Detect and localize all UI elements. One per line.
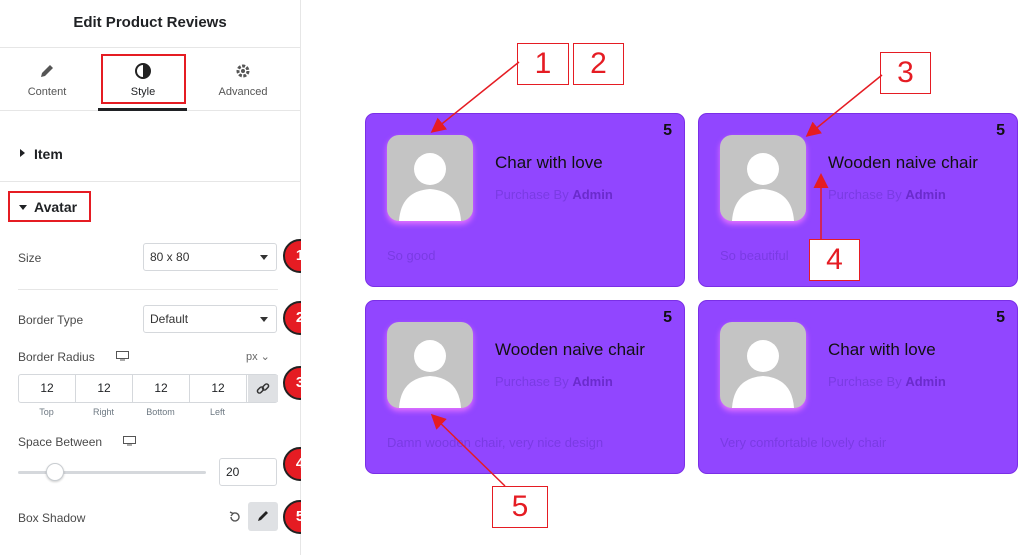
avatar [720,322,806,408]
purchased-prefix: Purchase By [495,187,569,202]
section-avatar[interactable]: Avatar [8,191,91,222]
radius-top-input[interactable]: 12 [19,375,76,402]
tab-style[interactable]: Style [98,48,188,110]
section-item-label: Item [34,146,63,162]
chevron-down-icon [260,255,268,260]
rating: 5 [663,309,672,326]
link-values-button[interactable] [248,375,278,402]
rating: 5 [663,122,672,139]
avatar [720,135,806,221]
radius-bottom-input[interactable]: 12 [133,375,190,402]
caret-right-icon [20,149,25,157]
editor-panel: Edit Product Reviews Content Style Advan… [0,0,317,555]
divider [18,289,278,290]
border-radius-label: Border Radius [18,350,95,364]
callout-3: 3 [880,52,931,94]
purchased-prefix: Purchase By [495,374,569,389]
active-tab-indicator [98,108,187,111]
radius-right-sub: Right [92,407,114,417]
desktop-icon[interactable] [116,351,129,361]
product-title: Char with love [495,153,603,172]
callout-5: 5 [492,486,548,528]
purchased-by: Purchase By Admin [495,187,613,202]
pencil-icon [41,65,53,77]
product-title: Wooden naive chair [495,340,645,359]
review-text: So beautiful [720,248,789,263]
radius-bottom-sub: Bottom [146,407,175,417]
border-radius-inputs: 12 12 12 12 [18,374,278,403]
panel-title: Edit Product Reviews [0,0,300,48]
user-silhouette-icon [399,340,461,408]
tab-advanced-label: Advanced [218,86,268,98]
rating: 5 [996,122,1005,139]
half-circle-icon [135,63,151,79]
tab-content-label: Content [27,86,67,98]
unit-select[interactable]: px ⌄ [246,351,270,363]
tab-advanced[interactable]: Advanced [198,48,288,110]
purchaser: Admin [905,374,946,389]
section-avatar-label: Avatar [34,199,78,215]
size-select[interactable]: 80 x 80 [143,243,277,271]
box-shadow-edit-button[interactable] [248,502,278,531]
reset-icon[interactable] [228,510,242,524]
review-card: 5 Char with love Purchase By Admin Very … [698,300,1018,474]
review-text: Very comfortable lovely chair [720,435,887,450]
purchased-by: Purchase By Admin [828,187,946,202]
callout-2: 2 [573,43,624,85]
link-icon [256,383,270,394]
space-between-slider[interactable] [18,471,206,474]
purchaser: Admin [572,374,613,389]
space-between-label: Space Between [18,435,103,449]
purchased-by: Purchase By Admin [495,374,613,389]
purchaser: Admin [572,187,613,202]
tab-style-label: Style [130,86,156,98]
avatar [387,135,473,221]
rating: 5 [996,309,1005,326]
review-text: Damn wooden chair, very nice design [387,435,604,450]
review-card: 5 Char with love Purchase By Admin So go… [365,113,685,287]
section-item[interactable]: Item [0,112,300,182]
purchased-prefix: Purchase By [828,187,902,202]
callout-4: 4 [809,239,860,281]
callout-1: 1 [517,43,569,85]
unit-value: px [246,351,258,363]
slider-handle[interactable] [46,463,64,481]
tab-content[interactable]: Content [2,48,92,110]
border-type-value: Default [150,312,189,326]
border-type-label: Border Type [18,313,84,327]
purchased-by: Purchase By Admin [828,374,946,389]
purchaser: Admin [905,187,946,202]
user-silhouette-icon [732,153,794,221]
size-label: Size [18,251,42,265]
size-value: 80 x 80 [150,250,190,264]
chevron-down-icon [260,317,268,322]
user-silhouette-icon [399,153,461,221]
desktop-icon[interactable] [123,436,136,446]
border-type-select[interactable]: Default [143,305,277,333]
radius-left-sub: Left [209,407,225,417]
review-card: 5 Wooden naive chair Purchase By Admin D… [365,300,685,474]
product-title: Wooden naive chair [828,153,978,172]
radius-right-input[interactable]: 12 [76,375,133,402]
product-title: Char with love [828,340,936,359]
pencil-icon [258,511,268,521]
style-tab-highlight [101,54,186,104]
radius-top-sub: Top [39,407,54,417]
avatar [387,322,473,408]
user-silhouette-icon [732,340,794,408]
gear-icon [236,64,250,78]
box-shadow-label: Box Shadow [18,511,86,525]
purchased-prefix: Purchase By [828,374,902,389]
review-text: So good [387,248,436,263]
space-between-input[interactable]: 20 [219,458,277,486]
caret-down-icon [19,205,27,210]
radius-left-input[interactable]: 12 [190,375,247,402]
